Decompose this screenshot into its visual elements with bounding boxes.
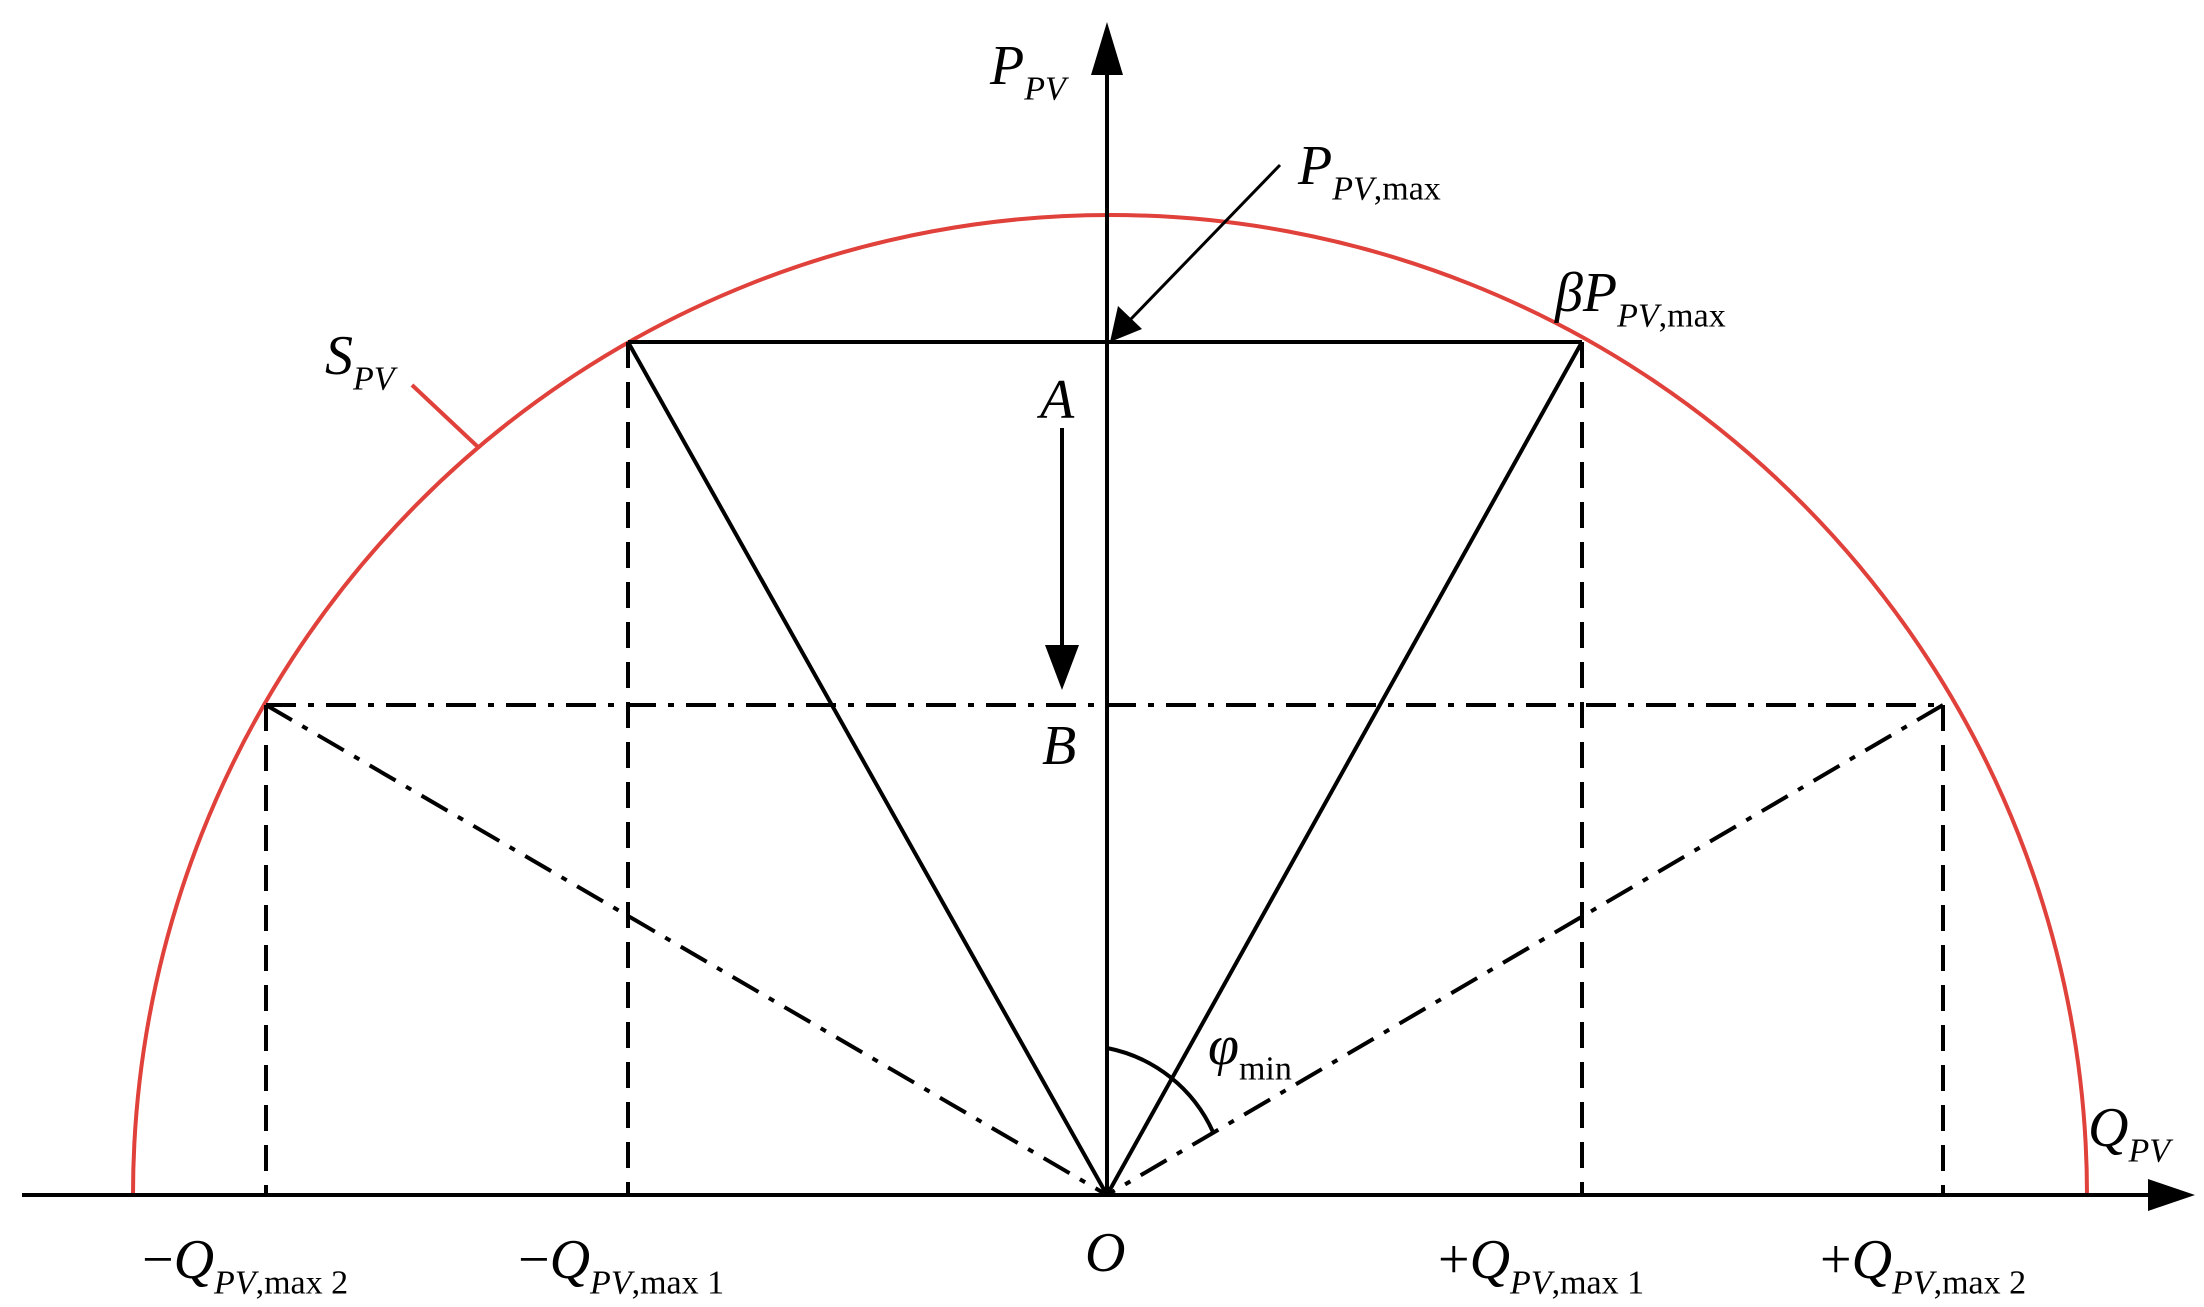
pos-q-pv-max2-label: +QPV,max 2 <box>1820 1229 2027 1302</box>
p-pv-max-label: PPV,max <box>1298 135 1441 208</box>
s-pv-semicircle <box>131 213 2089 1196</box>
s-pv-leader <box>410 383 480 449</box>
p-max-pointer-arrowhead <box>1110 306 1142 342</box>
beta-p-pv-max-label: βPPV,max <box>1555 262 1726 335</box>
dashdot-left-diagonal <box>264 703 1109 1197</box>
origin-label: O <box>1085 1222 1126 1284</box>
phi-min-label: φmin <box>1208 1015 1292 1088</box>
p-max-pointer-shaft <box>1128 163 1282 322</box>
triangle-left-side <box>626 341 1109 1196</box>
neg-q-pv-max1-label: −QPV,max 1 <box>518 1229 725 1302</box>
a-to-b-arrowhead <box>1045 645 1079 690</box>
q-axis-label: QPV <box>2088 1097 2170 1170</box>
dashdot-right-diagonal <box>1105 703 1945 1197</box>
phi-min-arc <box>1106 1046 1215 1133</box>
p-axis-label: PPV <box>990 35 1066 108</box>
triangle-right-side <box>1105 341 1584 1196</box>
neg-q-pv-max2-label: −QPV,max 2 <box>142 1229 349 1302</box>
pos-q-pv-max1-label: +QPV,max 1 <box>1438 1229 1645 1302</box>
point-b-label: B <box>1042 715 1077 777</box>
q-axis-arrowhead <box>2148 1179 2195 1211</box>
p-axis-arrowhead <box>1091 22 1123 75</box>
point-a-label: A <box>1040 369 1075 431</box>
s-pv-label: SPV <box>325 325 395 398</box>
